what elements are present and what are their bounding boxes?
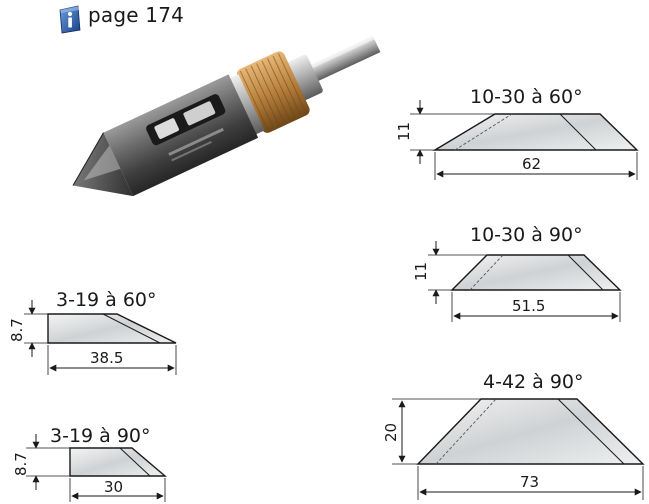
info-icon (59, 5, 81, 34)
profile-3-19-60: 3-19 à 60° 8.7 38.5 (8, 289, 177, 375)
profile-width: 73 (520, 473, 539, 491)
profile-title: 4-42 à 90° (483, 371, 584, 393)
profile-width: 62 (522, 155, 541, 173)
profile-title: 10-30 à 60° (470, 86, 583, 108)
profile-width: 30 (104, 478, 123, 496)
profile-width: 38.5 (90, 349, 123, 367)
profile-height: 11 (412, 262, 430, 281)
page-reference-text: page 174 (88, 3, 185, 27)
profile-title: 3-19 à 90° (50, 425, 151, 447)
profile-height: 11 (395, 122, 413, 141)
profile-10-30-90: 10-30 à 90° 11 51.5 (412, 224, 622, 322)
profile-height: 8.7 (12, 452, 30, 476)
profile-title: 3-19 à 60° (56, 289, 157, 311)
profile-3-19-90: 3-19 à 90° 8.7 30 (12, 425, 167, 502)
page-reference[interactable]: page 174 (58, 4, 184, 34)
profile-width: 51.5 (512, 297, 545, 315)
profile-height: 8.7 (8, 318, 26, 342)
countersink-tool-image (72, 35, 381, 197)
profile-4-42-90: 4-42 à 90° 20 73 (382, 371, 645, 500)
profile-title: 10-30 à 90° (470, 224, 583, 246)
profile-height: 20 (382, 423, 400, 442)
profile-10-30-60: 10-30 à 60° 11 62 (395, 86, 639, 180)
